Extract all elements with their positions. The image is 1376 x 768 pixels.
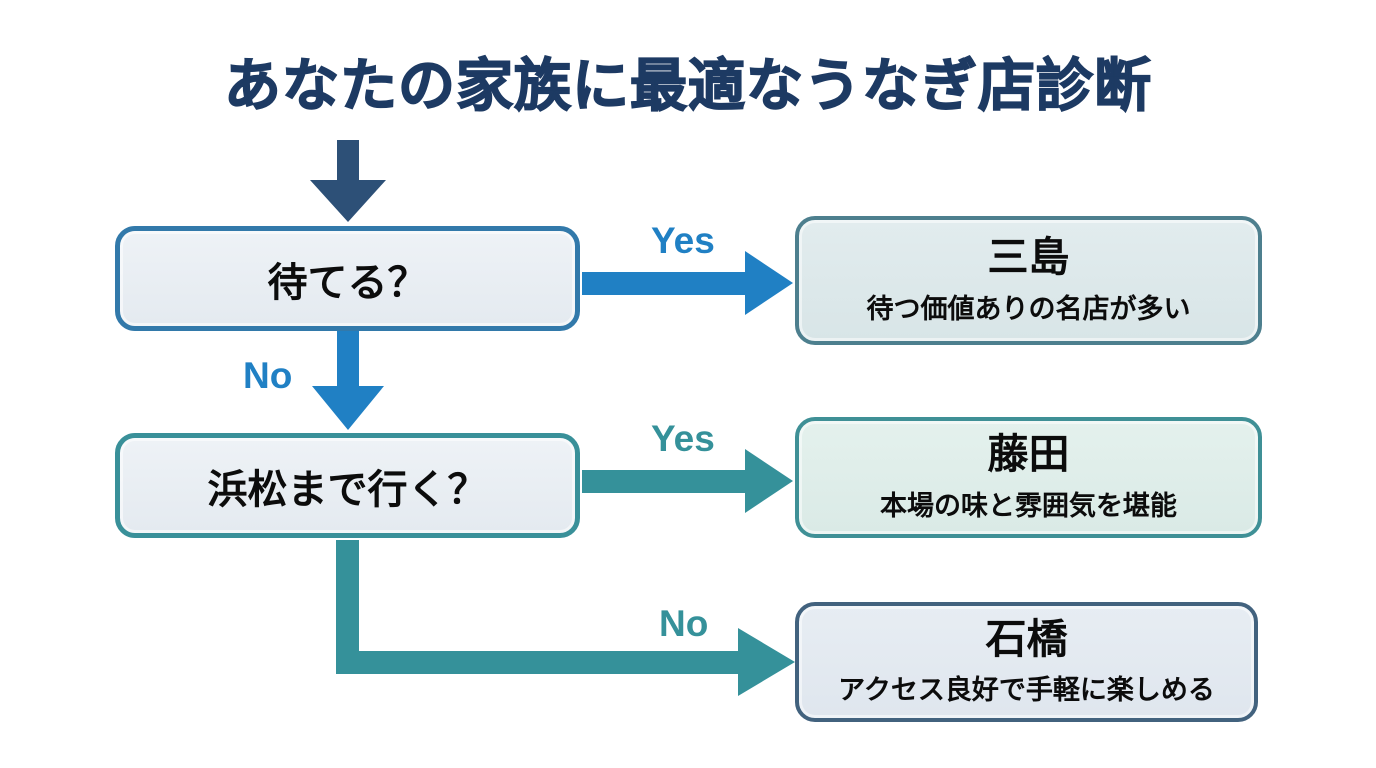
- no-arrow-2-icon: [336, 540, 795, 696]
- edge-label-no-2: No: [659, 603, 709, 644]
- question-node-wait: 待てる？: [115, 226, 580, 331]
- yes-arrow-1-icon: [582, 251, 793, 315]
- question-label: 浜松まで行く？: [207, 467, 488, 512]
- result-node-fujita: 藤田 本場の味と雰囲気を堪能: [795, 417, 1262, 538]
- result-desc: アクセス良好で手軽に楽しめる: [838, 675, 1215, 706]
- edge-label-yes-2: Yes: [651, 418, 715, 459]
- question-node-hamamatsu: 浜松まで行く？: [115, 433, 580, 538]
- result-desc: 待つ価値ありの名店が多い: [866, 293, 1191, 324]
- no-arrow-1-icon: [312, 331, 384, 430]
- start-arrow-icon: [310, 140, 386, 222]
- yes-arrow-2-icon: [582, 449, 793, 513]
- result-node-ishibashi: 石橋 アクセス良好で手軽に楽しめる: [795, 602, 1258, 722]
- page-title: あなたの家族に最適なうなぎ店診断: [223, 53, 1152, 119]
- result-desc: 本場の味と雰囲気を堪能: [880, 490, 1177, 521]
- result-node-mishima: 三島 待つ価値ありの名店が多い: [795, 216, 1262, 345]
- result-name: 三島: [987, 234, 1070, 281]
- question-label: 待てる？: [267, 260, 428, 305]
- edge-label-no-1: No: [243, 355, 293, 396]
- result-name: 石橋: [985, 615, 1068, 662]
- result-name: 藤田: [987, 431, 1070, 478]
- edge-label-yes-1: Yes: [651, 220, 715, 261]
